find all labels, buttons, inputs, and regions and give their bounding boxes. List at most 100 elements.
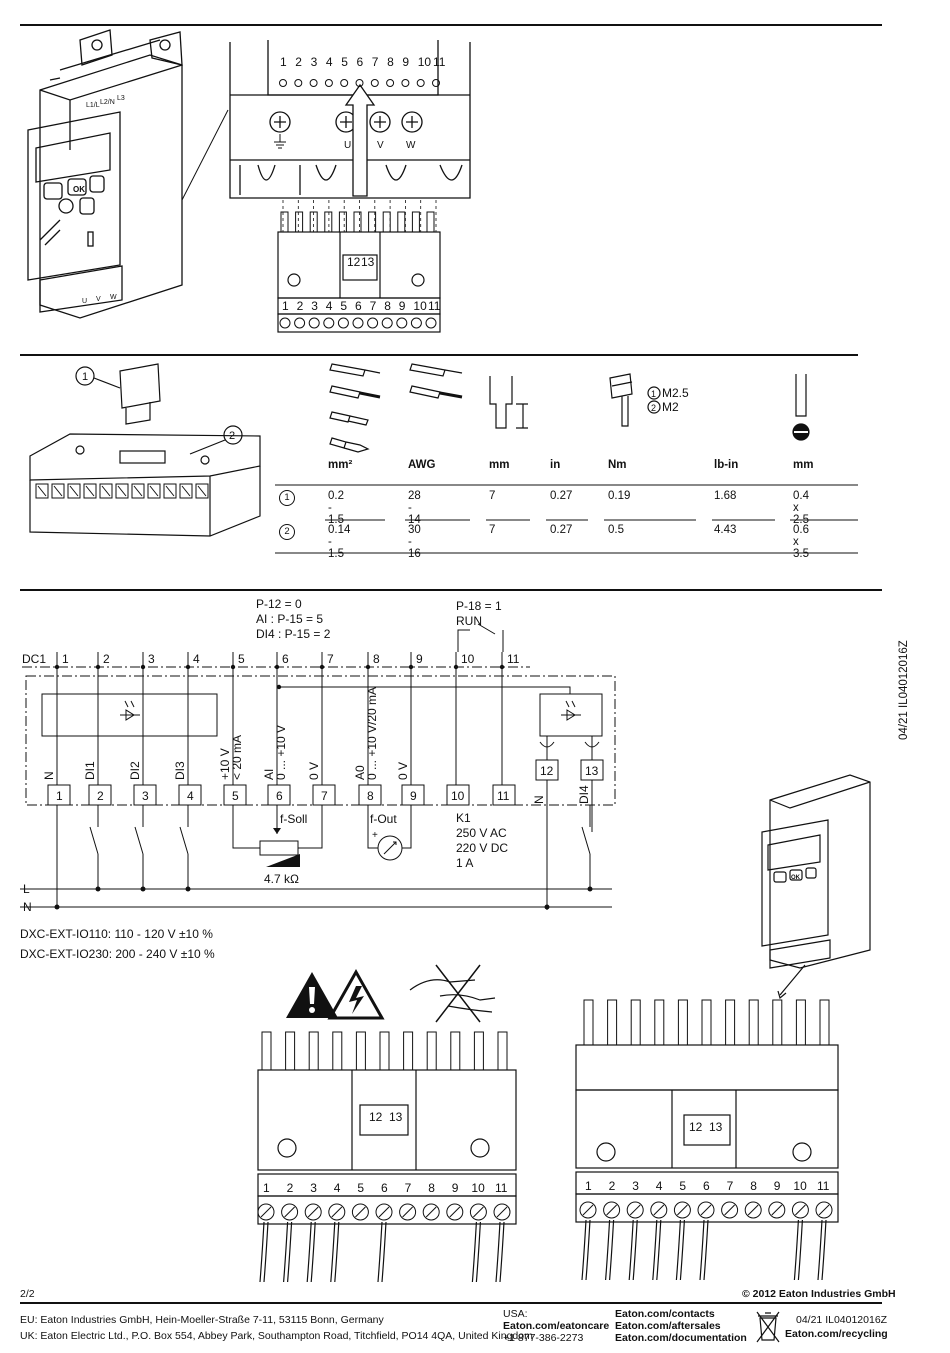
terminal-number: 8 [384,299,391,313]
screwdriver-illustration [792,374,810,441]
cable [259,1221,269,1283]
terminal-screw [425,317,437,329]
small-keypad-ok: OK [791,875,801,881]
strip-terminal [83,483,97,499]
schematic-right-label: N [532,795,546,804]
terminal-number: 11 [433,55,446,69]
connection-spec-drawing: 1 2 1 2 M2.5 M2 [29,363,858,554]
fsoll-label: f-Soll [280,812,307,826]
terminal-screw [432,79,440,87]
device-label-l1: L1/L [86,102,100,109]
power-label-v: V [377,140,384,151]
schematic-terminal-number: 4 [187,789,194,803]
link-contacts[interactable]: Eaton.com/contacts [615,1308,715,1320]
terminal-number: 5 [340,299,347,313]
schematic-top-pin: 8 [373,652,380,666]
terminal-screw [309,79,318,87]
plug-pin [285,1031,296,1071]
schematic-terminal [267,784,291,806]
schematic-terminal-number: 10 [451,789,465,803]
schematic-pin-label: 0 V [396,762,410,780]
schematic-top-pin: 6 [282,652,289,666]
terminal-number: 1 [282,299,289,313]
terminal-number: 6 [381,1181,388,1195]
cell-in: 0.27 [550,490,573,502]
schematic-top-pin: 7 [327,652,334,666]
line-n: N [23,900,32,914]
terminal-screw [650,1201,668,1219]
link-documentation[interactable]: Eaton.com/documentation [615,1332,747,1344]
plug-pin [353,211,362,233]
strip-terminal [147,483,161,499]
cell-mm2: 0.2 - 1.5 [328,490,344,526]
potentiometer [259,840,299,856]
section-divider-2 [20,354,858,356]
cell-mm: 7 [489,524,496,536]
row-callout-1: 1 [279,490,295,506]
usa-eatoncare-link[interactable]: Eaton.com/eatoncare [503,1320,610,1332]
plug-pin [295,211,304,233]
optocoupler-icon [561,709,581,721]
cell-blade: 0.6 x 3.5 [793,524,809,560]
pot-value: 4.7 kΩ [264,872,299,886]
meter-icon [377,835,403,861]
param-di4: DI4 : P-15 = 2 [256,627,331,641]
plug-pin [772,999,783,1046]
schematic-terminal [88,784,112,806]
terminal-screw [381,317,393,329]
schematic-pin-label: DI1 [83,761,97,780]
terminal-number: 1 [263,1181,270,1195]
spec-table-lines [275,484,858,554]
plug-pin [309,211,318,233]
terminal-number: 6 [703,1179,710,1193]
terminal-screw [323,317,335,329]
plug-pin [677,999,688,1046]
device-label-v: V [96,296,101,303]
terminal-screw [281,1203,299,1221]
schematic-terminal [47,784,71,806]
terminal-number: 2 [297,299,304,313]
cell-blade: 0.4 x 2.5 [793,490,809,526]
schematic-top-pin: 4 [193,652,200,666]
io-plugin-block [277,231,441,333]
terminal-screw [328,1203,346,1221]
plug-pin [701,999,712,1046]
terminal-number: 5 [341,55,348,69]
link-aftersales[interactable]: Eaton.com/aftersales [615,1320,721,1332]
terminal-screw [337,317,349,329]
cable [330,1221,340,1283]
col-header-awg: AWG [408,459,436,471]
schematic-top-pin: 3 [148,652,155,666]
no-touch-icon [409,964,496,1023]
terminal-number: 11 [495,1181,508,1195]
terminal-screw [768,1201,786,1219]
callout-2: 2 [229,430,235,442]
recycling-bin-icon [756,1311,780,1343]
cable [377,1221,387,1283]
page-number: 2/2 [20,1288,35,1300]
schematic-pin-label: N [42,771,56,780]
terminal-screw [308,317,320,329]
schematic-top-pin: 2 [103,652,110,666]
screw-callout-1: 1 [651,389,656,399]
terminal-screw [304,1203,322,1221]
terminal-screw [697,1201,715,1219]
terminal-screw [399,1203,417,1221]
terminal-number: 11 [817,1179,830,1193]
col-header-nm: Nm [608,459,627,471]
terminal-screw [791,1201,809,1219]
link-recycling[interactable]: Eaton.com/recycling [785,1328,888,1340]
terminal-screw [294,317,306,329]
terminal-screw [446,1203,464,1221]
terminal-number: 6 [357,55,364,69]
schematic-pin-label: 0 ... +10 V [274,725,288,780]
strip-terminal [35,483,49,499]
terminal-screw [351,1203,369,1221]
terminal-number: 10 [418,55,432,69]
strip-terminal [131,483,145,499]
callout-1: 1 [82,371,88,383]
terminal-screw [603,1201,621,1219]
